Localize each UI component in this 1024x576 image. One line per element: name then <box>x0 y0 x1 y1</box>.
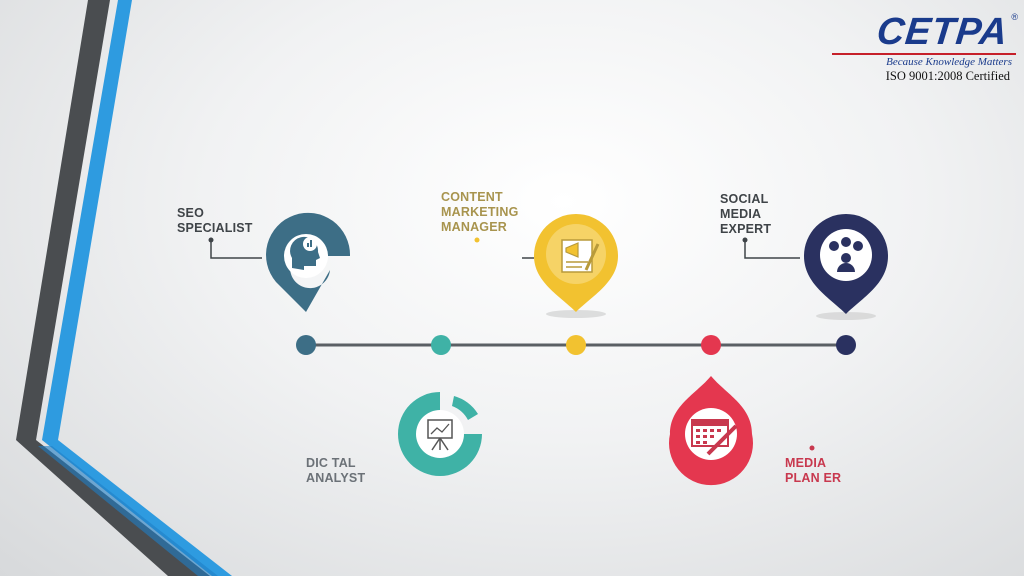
role-label-content: CONTENT MARKETING MANAGER <box>441 190 519 234</box>
logo-red-rule <box>832 53 1016 55</box>
logo-certification: ISO 9001:2008 Certified <box>885 69 1010 83</box>
analyst-ring <box>398 392 482 476</box>
planner-drop <box>669 376 753 486</box>
social-network-icon <box>829 237 863 272</box>
content-pin <box>534 214 618 318</box>
timeline-dot <box>566 335 586 355</box>
role-label-seo: SEO SPECIALIST <box>177 206 253 235</box>
seo-connector-dot <box>208 237 214 243</box>
seo-pin <box>266 212 351 312</box>
blue-stripe-lower <box>38 446 218 576</box>
timeline-dot <box>701 335 721 355</box>
blue-stripe <box>42 0 232 576</box>
timeline-dot <box>431 335 451 355</box>
timeline-dots <box>296 335 856 355</box>
calendar-pen-icon <box>691 419 738 456</box>
social-pin <box>804 214 888 320</box>
logo-tagline: Because Knowledge Matters <box>886 56 1012 68</box>
role-label-social: SOCIAL MEDIA EXPERT <box>720 192 772 236</box>
timeline-dot <box>836 335 856 355</box>
head-chart-icon <box>290 236 320 270</box>
social-connector-dot <box>742 237 748 243</box>
seo-connector <box>210 242 262 259</box>
timeline-dot <box>296 335 316 355</box>
logo-registered-mark: ® <box>1011 12 1018 22</box>
cetpa-logo: CETPA ® Because Knowledge Matters ISO 90… <box>828 11 1018 84</box>
dark-stripe <box>16 0 210 576</box>
role-label-planner: MEDIA PLAN ER <box>785 456 842 485</box>
social-connector <box>744 242 800 259</box>
megaphone-document-icon <box>561 239 600 273</box>
role-label-analyst: DIC TAL ANALYST <box>306 456 366 485</box>
planner-connector-dot <box>809 445 815 451</box>
content-connector-dot <box>474 237 480 243</box>
presentation-board-icon <box>427 419 453 451</box>
